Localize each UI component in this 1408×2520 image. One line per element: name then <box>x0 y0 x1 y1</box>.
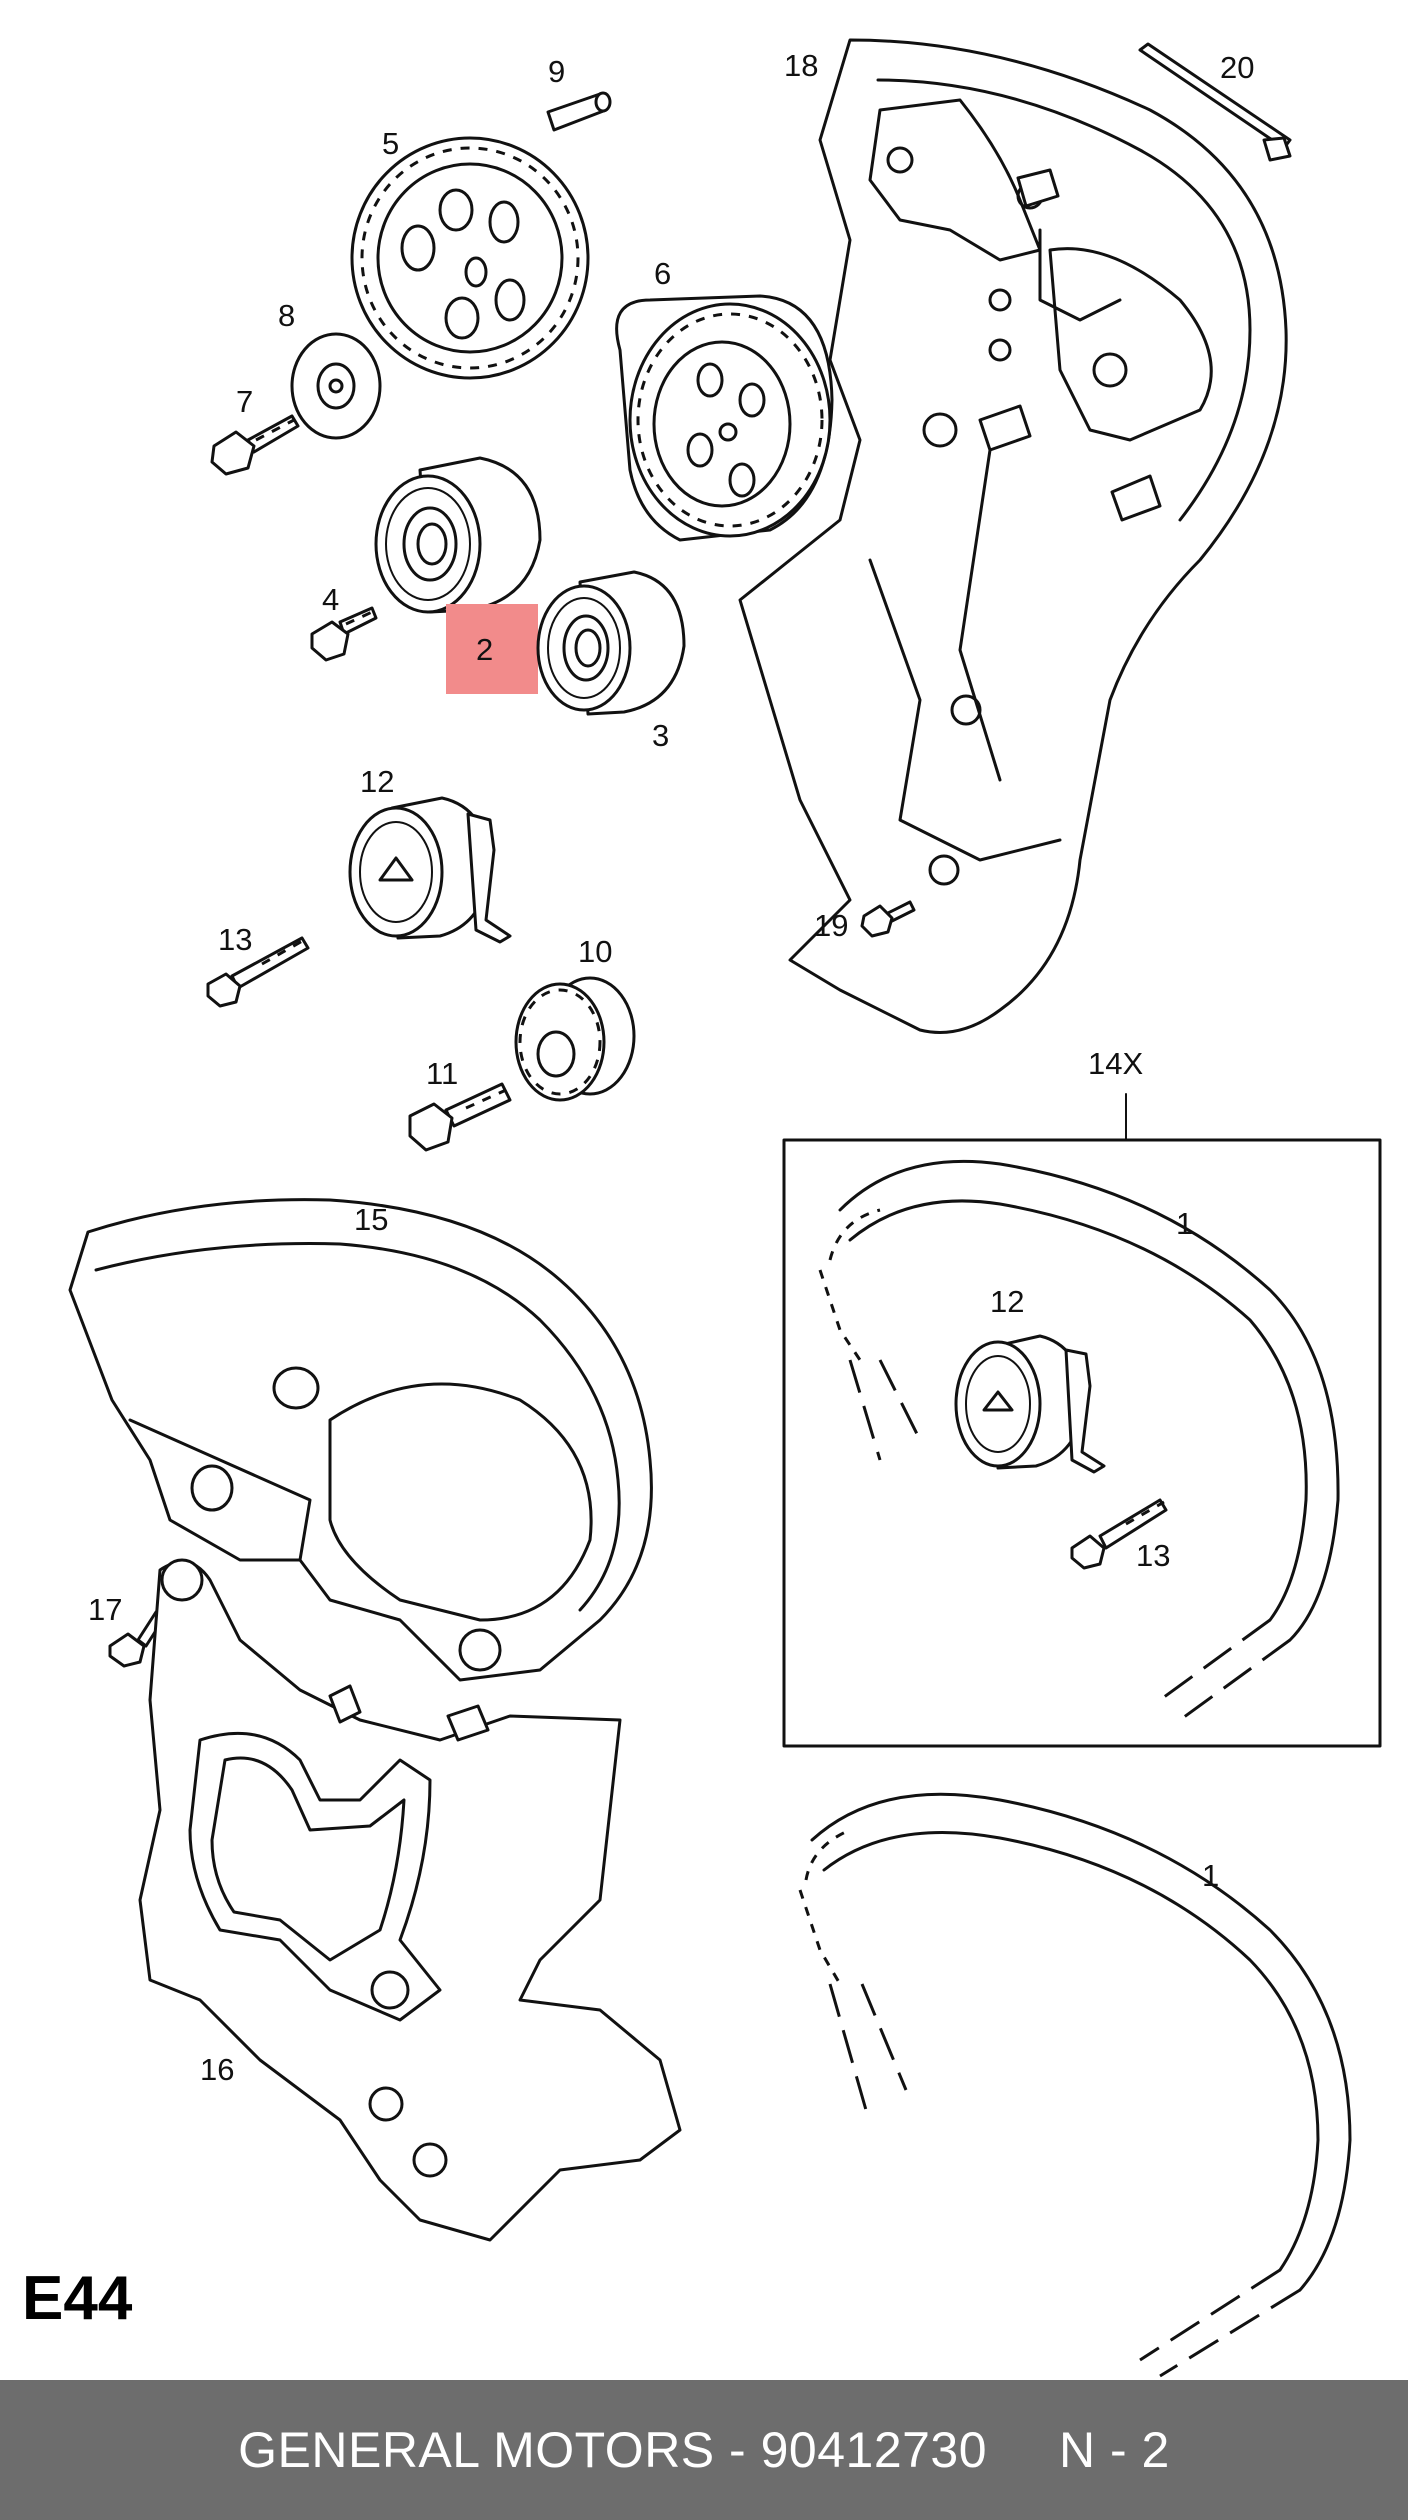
crank-sprocket-part-10 <box>514 976 636 1102</box>
rear-cover-part-18 <box>738 38 1288 1034</box>
callout-18: 18 <box>784 48 818 83</box>
kit-inset-14x <box>782 1093 1382 1748</box>
seal-strip-part-20 <box>1138 42 1292 162</box>
callout-20: 20 <box>1220 50 1254 85</box>
callout-1a: 1 <box>1176 1206 1193 1241</box>
callout-17: 17 <box>88 1592 122 1627</box>
diagram-code: E44 <box>22 2264 133 2333</box>
screw-part-19 <box>860 900 916 938</box>
footer-bar: GENERAL MOTORS - 90412730 N - 2 <box>0 2380 1408 2520</box>
bolt-part-17 <box>108 1610 166 1668</box>
tensioner-part-12 <box>348 796 512 944</box>
callout-7: 7 <box>236 384 253 419</box>
callout-2: 2 <box>476 632 493 667</box>
bolt-part-4 <box>310 606 378 662</box>
callout-15: 15 <box>354 1202 388 1237</box>
callout-9: 9 <box>548 54 565 89</box>
exploded-parts-diagram: 9 18 20 5 8 6 7 4 2 3 12 13 10 19 11 14X… <box>68 38 1382 2378</box>
front-cover-part-15 <box>68 1198 653 1682</box>
callout-14x: 14X <box>1088 1046 1143 1081</box>
bolt-part-13 <box>206 936 310 1008</box>
callout-5: 5 <box>382 126 399 161</box>
callout-6: 6 <box>654 256 671 291</box>
callout-1b: 1 <box>1202 1858 1219 1893</box>
callout-4: 4 <box>322 582 339 617</box>
bolt-part-7 <box>210 414 300 476</box>
sprocket-part-6 <box>615 294 834 542</box>
camshaft-sprocket-part-5 <box>350 136 590 380</box>
bolt-part-11 <box>408 1082 512 1152</box>
idler-pulley-part-2 <box>374 456 542 614</box>
callout-12a: 12 <box>360 764 394 799</box>
callout-8: 8 <box>278 298 295 333</box>
footer-text: GENERAL MOTORS - 90412730 N - 2 <box>238 2422 1170 2478</box>
lower-cover-part-16 <box>138 1558 682 2242</box>
callout-16: 16 <box>200 2052 234 2087</box>
callout-13b: 13 <box>1136 1538 1170 1573</box>
callout-13a: 13 <box>218 922 252 957</box>
callout-3: 3 <box>652 718 669 753</box>
timing-belt-part-1 <box>798 1792 1352 2378</box>
callout-10: 10 <box>578 934 612 969</box>
idler-pulley-part-3 <box>536 570 686 716</box>
washer-part-8 <box>290 332 382 440</box>
pin-part-9 <box>546 91 612 132</box>
callout-12b: 12 <box>990 1284 1024 1319</box>
highlight-box-part-2 <box>446 604 538 694</box>
callout-11: 11 <box>426 1056 458 1091</box>
callout-19: 19 <box>814 908 848 943</box>
